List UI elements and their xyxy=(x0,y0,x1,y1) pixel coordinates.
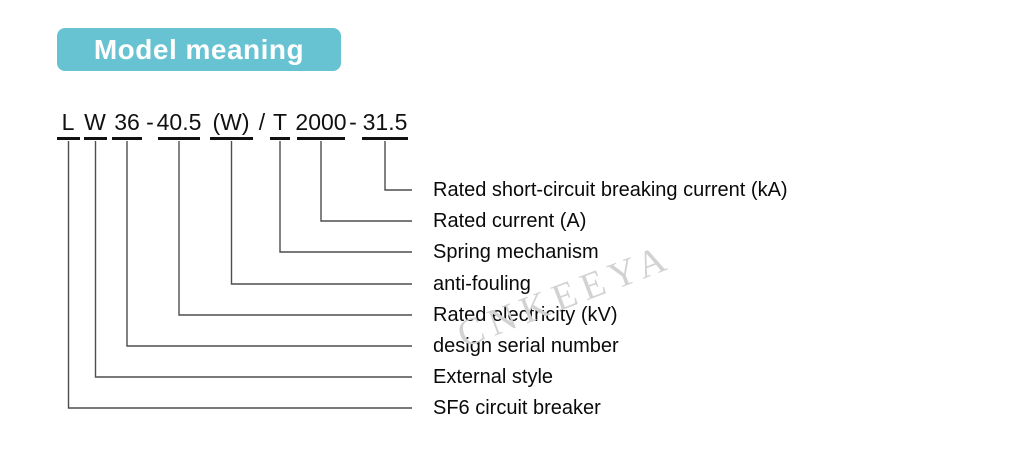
label-rated-electricity: Rated electricity (kV) xyxy=(433,304,618,326)
code-token-L: L xyxy=(61,109,75,135)
connector-L xyxy=(67,141,412,409)
code-token-40-5: 40.5 xyxy=(156,109,202,135)
connector-W-paren xyxy=(230,141,412,285)
connector-40-5 xyxy=(178,141,412,316)
connector-36 xyxy=(126,141,412,347)
code-underline-W-paren xyxy=(210,137,253,140)
code-token-dash-2: - xyxy=(349,109,357,135)
code-token-W: W xyxy=(84,109,106,135)
code-underline-36 xyxy=(112,137,142,140)
code-underline-L xyxy=(57,137,80,140)
code-underline-31-5 xyxy=(362,137,408,140)
label-sf6-circuit-breaker: SF6 circuit breaker xyxy=(433,397,601,419)
connector-W xyxy=(94,141,412,378)
code-token-dash-1: - xyxy=(146,109,154,135)
label-spring-mechanism: Spring mechanism xyxy=(433,241,599,263)
title-banner: Model meaning xyxy=(57,28,341,71)
code-token-W-paren: (W) xyxy=(212,109,250,135)
label-design-serial-number: design serial number xyxy=(433,335,619,357)
connector-31-5 xyxy=(384,141,412,191)
code-token-slash: / xyxy=(258,109,266,135)
code-token-T: T xyxy=(272,109,288,135)
code-token-2000: 2000 xyxy=(295,109,347,135)
code-underline-40-5 xyxy=(158,137,200,140)
label-anti-fouling: anti-fouling xyxy=(433,273,531,295)
label-rated-current: Rated current (A) xyxy=(433,210,587,232)
code-token-36: 36 xyxy=(114,109,140,135)
code-underline-T xyxy=(270,137,290,140)
label-external-style: External style xyxy=(433,366,554,388)
code-underline-W xyxy=(84,137,107,140)
page-title: Model meaning xyxy=(93,33,305,65)
code-token-31-5: 31.5 xyxy=(362,109,408,135)
connector-2000 xyxy=(320,141,412,222)
code-underline-2000 xyxy=(297,137,345,140)
label-rated-short-circuit-breaking-current: Rated short-circuit breaking current (kA… xyxy=(433,179,788,201)
connector-T xyxy=(279,141,412,253)
